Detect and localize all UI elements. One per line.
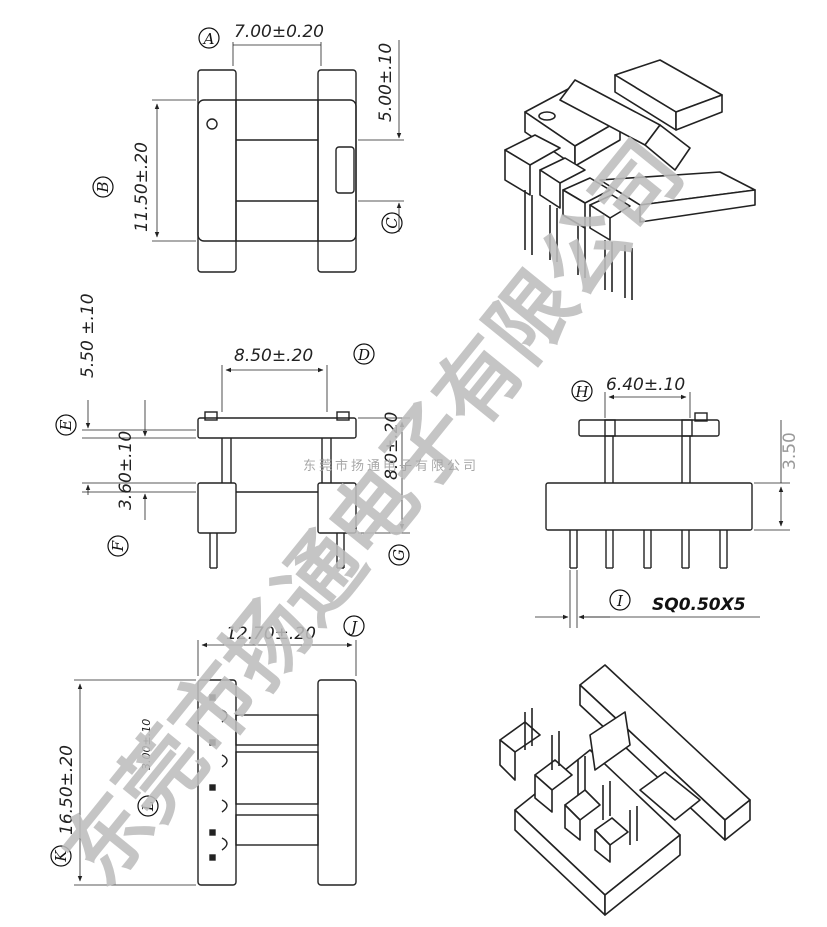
dim-e-label: 5.50 ±.10 — [78, 293, 98, 378]
callout-k: K — [52, 850, 70, 863]
callout-circle-j — [343, 615, 365, 637]
watermark-small: 东莞市扬通电子有限公司 — [303, 458, 479, 474]
dim-b-label: 11.50±.20 — [132, 142, 152, 232]
callout-a: A — [202, 30, 215, 48]
isometric-view-bottom — [499, 664, 751, 916]
callout-l: L — [139, 801, 157, 812]
pin-spec-label: SQ0.50X5 — [652, 595, 746, 615]
callout-circle-h — [571, 380, 593, 402]
dim-a-label: 7.00±0.20 — [234, 22, 324, 42]
isometric-view-top — [504, 59, 756, 300]
callout-h: H — [574, 383, 589, 401]
callout-b: B — [94, 181, 112, 193]
callout-j: J — [348, 618, 358, 636]
dim-f-label: 3.60±.10 — [116, 431, 136, 510]
dim-h-side-label: 3.50 — [780, 432, 800, 470]
dim-l-label: 3.00±.10 — [140, 719, 153, 770]
callout-f: F — [109, 540, 127, 552]
callout-circle-e — [55, 414, 77, 436]
callout-c: C — [383, 217, 401, 229]
dim-k-label: 16.50±.20 — [57, 745, 77, 835]
callout-e: E — [57, 419, 75, 431]
dim-h-label: 6.40±.10 — [606, 375, 685, 395]
callout-circle-d — [353, 343, 375, 365]
side-view — [535, 392, 790, 628]
dim-j-label: 12.70±.20 — [226, 624, 316, 644]
callout-g: G — [390, 549, 408, 561]
callout-circle-b — [92, 176, 114, 198]
callout-circle-g — [388, 544, 410, 566]
callout-circle-f — [107, 535, 129, 557]
callout-circle-k — [50, 845, 72, 867]
dim-c-label: 5.00±.10 — [376, 43, 396, 122]
dim-d-label: 8.50±.20 — [234, 346, 313, 366]
callout-i: I — [616, 592, 624, 610]
callout-d: D — [357, 346, 370, 364]
front-view — [82, 365, 410, 569]
bottom-view — [74, 640, 357, 886]
callout-circle-l — [137, 795, 159, 817]
top-view — [152, 40, 404, 273]
callout-circle-a — [198, 27, 220, 49]
callout-circle-i — [609, 589, 631, 611]
callout-circle-c — [381, 212, 403, 234]
dim-g-label: 8.0±.20 — [382, 412, 402, 480]
